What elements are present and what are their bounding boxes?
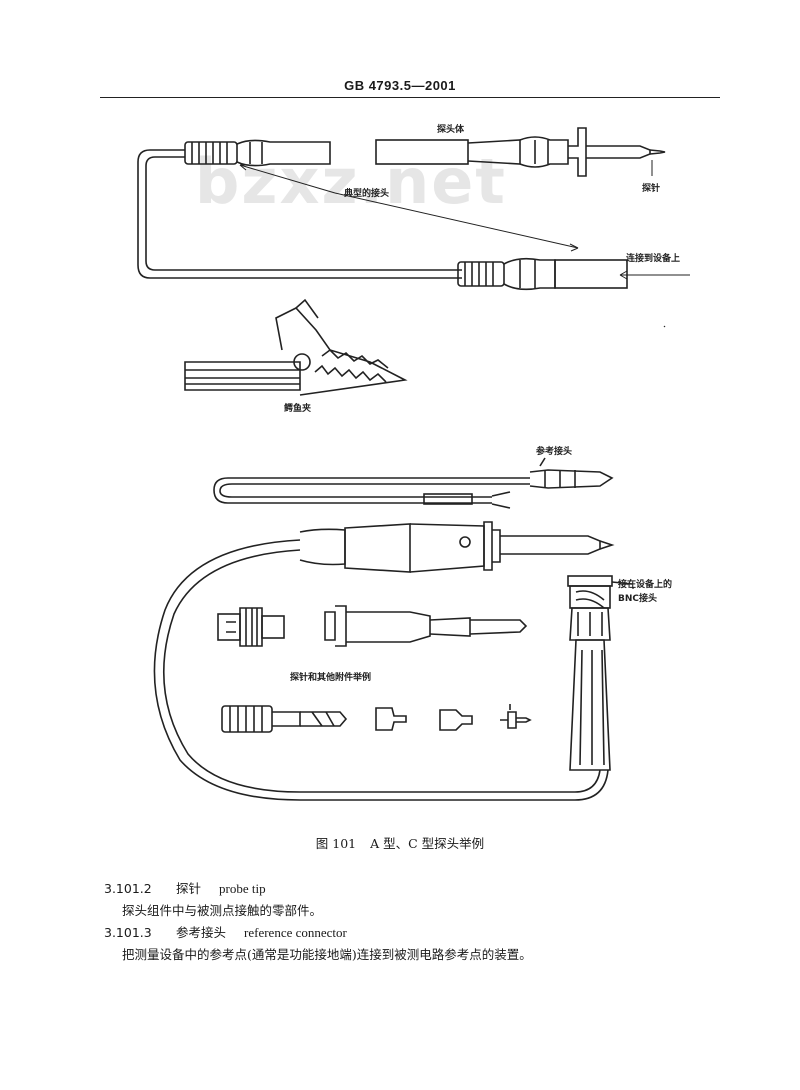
- label-bnc-line2: BNC接头: [618, 594, 657, 604]
- test-lead-cable: [137, 149, 462, 279]
- accessory-adapter: [217, 607, 285, 647]
- clause-term: 参考接头: [176, 925, 227, 940]
- label-reference-connector: 参考接头: [536, 447, 573, 457]
- label-probe-body: 探头体: [437, 125, 465, 135]
- label-bnc-line1: 接在设备上的: [618, 580, 673, 590]
- scan-specks: [632, 325, 666, 589]
- accessory-hook-tip: [324, 605, 528, 647]
- clause-number: 3.101.2: [104, 881, 152, 896]
- clause-heading: 3.101.3 参考接头 reference connector: [104, 922, 347, 941]
- probe-handle-drawing: [299, 521, 615, 573]
- clause-definition: 探头组件中与被测点接触的零部件。: [122, 903, 323, 918]
- accessory-sleeve-2: [439, 709, 473, 731]
- watermark: bzxz.net: [195, 145, 507, 218]
- probe-cable: [153, 539, 609, 801]
- connector-plug-left: [184, 139, 331, 167]
- probe-body: [375, 127, 666, 177]
- label-accessories: 探针和其他附件举例: [290, 673, 372, 683]
- label-alligator-clip: 鳄鱼夹: [284, 404, 312, 414]
- clause-definition: 把测量设备中的参考点(通常是功能接地端)连接到被测电路参考点的装置。: [122, 947, 532, 962]
- connector-plug-right: [457, 257, 628, 291]
- figure-number: 图 101: [315, 836, 357, 851]
- label-probe-tip: 探针: [642, 184, 661, 194]
- probe-figure: [137, 127, 690, 801]
- label-typical-connector: 典型的接头: [344, 189, 390, 199]
- figure-title: A 型、C 型探头举例: [370, 836, 485, 851]
- accessory-screwdriver: [221, 705, 348, 733]
- clause-english-term: probe tip: [219, 881, 266, 896]
- accessory-sleeve-1: [375, 707, 407, 731]
- standard-number: GB 4793.5—2001: [344, 78, 456, 93]
- clause-english-term: reference connector: [244, 925, 347, 940]
- bnc-connector-drawing: [567, 575, 633, 771]
- reference-connector-drawing: [213, 457, 614, 509]
- leader-arrows: [239, 160, 690, 280]
- header-rule: [100, 97, 720, 98]
- clause-term: 探针: [176, 881, 202, 896]
- figure-caption: 图 101 A 型、C 型探头举例: [0, 833, 800, 852]
- clause-number: 3.101.3: [104, 925, 152, 940]
- alligator-clip-drawing: [184, 298, 408, 396]
- clause-heading: 3.101.2 探针 probe tip: [104, 878, 266, 897]
- label-connect-to-equipment: 连接到设备上: [626, 254, 681, 264]
- accessory-pin: [500, 704, 532, 729]
